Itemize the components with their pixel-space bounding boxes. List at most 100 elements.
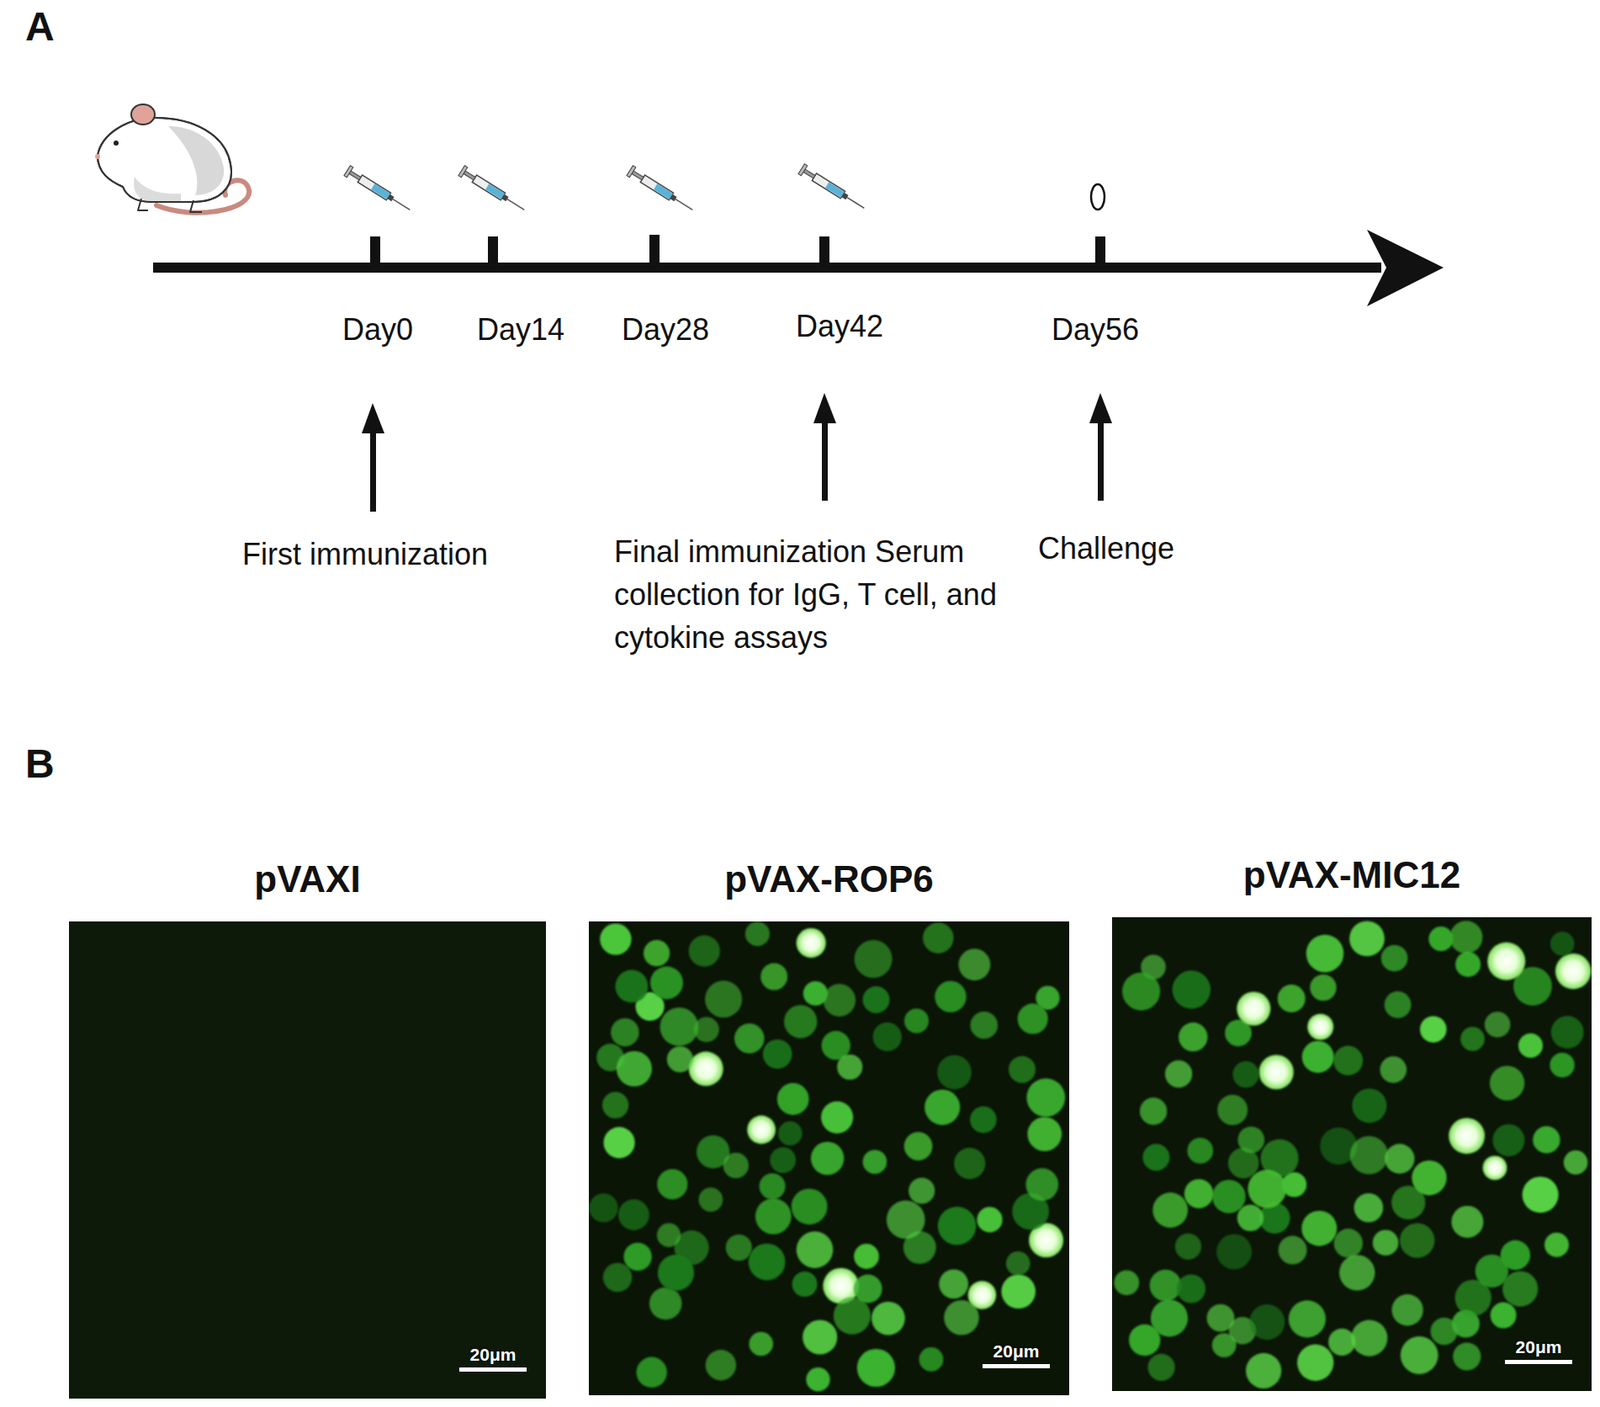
cell xyxy=(1236,991,1271,1026)
scale-bar xyxy=(1504,1359,1573,1364)
cell xyxy=(748,1243,786,1281)
timeline-label: First immunization xyxy=(242,532,488,576)
fluorescence-image xyxy=(1112,916,1592,1391)
cell xyxy=(857,1348,896,1387)
cell xyxy=(1216,1234,1252,1270)
cell xyxy=(1502,1271,1538,1307)
cell xyxy=(1027,1116,1062,1151)
cell xyxy=(688,935,721,967)
cell xyxy=(943,1299,980,1336)
cell xyxy=(1148,1353,1176,1381)
cell xyxy=(1309,974,1336,1001)
cell xyxy=(1522,1176,1559,1213)
cell xyxy=(853,1274,883,1304)
cell xyxy=(599,922,631,954)
cell xyxy=(953,1147,986,1179)
cell xyxy=(1232,1060,1259,1087)
cell xyxy=(1122,972,1161,1011)
up-arrows xyxy=(1097,414,1104,501)
cell xyxy=(1448,1117,1485,1154)
cell xyxy=(1550,931,1575,956)
cell xyxy=(1152,1192,1188,1228)
cell xyxy=(1212,1179,1246,1214)
fluorescence-image xyxy=(68,921,546,1399)
cell xyxy=(1500,1239,1531,1270)
cell xyxy=(1017,1003,1049,1034)
cell xyxy=(1351,1087,1387,1123)
scale-bar xyxy=(459,1366,527,1372)
cell xyxy=(837,1054,863,1080)
cell xyxy=(919,1346,944,1372)
cell xyxy=(643,939,670,966)
cell xyxy=(610,1017,640,1047)
cell xyxy=(796,927,827,958)
cell xyxy=(1149,1269,1182,1302)
time-axis xyxy=(649,234,660,265)
cell xyxy=(667,1045,694,1072)
cell xyxy=(1026,1077,1065,1117)
cell xyxy=(1176,1273,1206,1303)
cell xyxy=(1372,1229,1399,1256)
cell xyxy=(1278,1235,1308,1265)
cell xyxy=(1008,1055,1036,1083)
cell xyxy=(1380,1055,1408,1083)
cell xyxy=(937,1206,977,1246)
cell xyxy=(660,1006,700,1046)
cell xyxy=(863,985,891,1013)
mouse-illustration xyxy=(95,104,250,213)
cell xyxy=(1492,1123,1525,1156)
cell xyxy=(759,1172,786,1199)
up-arrows xyxy=(1089,392,1113,424)
cell xyxy=(1460,1026,1485,1051)
scale-bar xyxy=(982,1363,1050,1368)
image-ground xyxy=(588,921,1070,1395)
time-axis xyxy=(487,236,499,265)
cell xyxy=(853,1243,880,1269)
cell xyxy=(1334,1228,1363,1257)
up-arrows xyxy=(813,392,837,424)
mouse-illustration xyxy=(137,198,202,212)
mouse-illustration xyxy=(133,176,181,202)
cell xyxy=(705,1349,737,1380)
timeline-label: Day0 xyxy=(342,307,414,351)
cell xyxy=(1391,1293,1423,1325)
cell xyxy=(1399,1222,1435,1257)
cell xyxy=(904,1131,933,1161)
cell xyxy=(784,1004,817,1038)
time-axis xyxy=(1366,229,1444,307)
cell xyxy=(623,1242,652,1271)
cell xyxy=(745,921,770,946)
cell xyxy=(823,983,857,1017)
cell xyxy=(805,1366,830,1391)
time-axis xyxy=(819,236,830,265)
cell xyxy=(1113,1269,1140,1295)
mouse-illustration xyxy=(97,117,232,202)
microscopy-panel: pVAXI20μm xyxy=(68,921,546,1399)
cell xyxy=(656,1168,688,1199)
cell xyxy=(1207,1303,1235,1332)
cell xyxy=(1452,1341,1481,1370)
parasite-icon xyxy=(1091,184,1105,210)
cell xyxy=(1259,1054,1294,1089)
cell xyxy=(1400,1335,1439,1374)
cell xyxy=(1419,1015,1447,1043)
cell xyxy=(1277,984,1306,1012)
time-axis xyxy=(370,236,381,265)
cell xyxy=(616,1050,652,1087)
cell xyxy=(614,969,648,1003)
cell xyxy=(1384,1143,1415,1173)
cell xyxy=(1237,1204,1264,1231)
cell xyxy=(1172,969,1211,1008)
mouse-illustration xyxy=(97,117,232,202)
panel-heading: pVAXI xyxy=(254,857,361,901)
cell xyxy=(908,1176,935,1203)
cell xyxy=(755,1197,792,1235)
cell xyxy=(688,1051,724,1087)
time-axis xyxy=(153,262,1382,273)
cell xyxy=(1489,1064,1525,1100)
scale-label: 20μm xyxy=(1515,1336,1563,1357)
syringes xyxy=(798,164,868,214)
cell xyxy=(854,939,893,978)
cell xyxy=(1455,1279,1492,1316)
timeline-label: Day14 xyxy=(476,307,565,351)
